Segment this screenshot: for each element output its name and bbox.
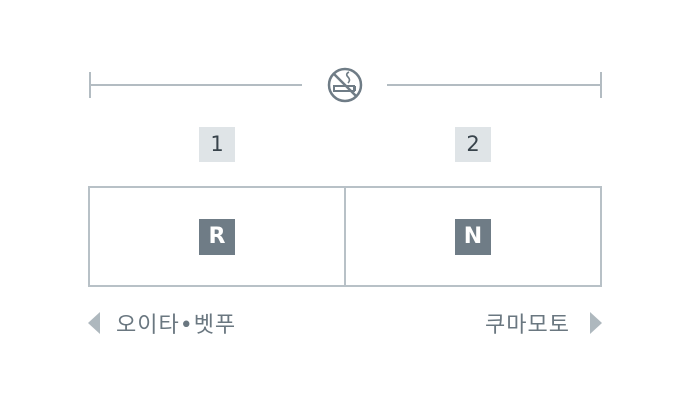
direction-right: 쿠마모토 xyxy=(485,308,602,338)
seat-row-box: R N xyxy=(88,186,602,287)
car-number-2: 2 xyxy=(455,127,491,162)
seat-badge-reserved: R xyxy=(199,219,235,255)
span-segment-right xyxy=(387,84,600,86)
car-number-1: 1 xyxy=(199,127,235,162)
direction-right-label: 쿠마모토 xyxy=(485,313,570,338)
direction-left-label: 오이타•벳푸 xyxy=(116,313,237,338)
car-span-line xyxy=(89,67,602,103)
span-tick-left xyxy=(89,72,91,98)
span-segment-left xyxy=(91,84,302,86)
car-cell-1[interactable]: R xyxy=(90,188,344,285)
direction-left: 오이타•벳푸 xyxy=(88,308,236,338)
car-cell-2[interactable]: N xyxy=(344,188,600,285)
seat-badge-non-reserved: N xyxy=(455,219,491,255)
triangle-right-icon xyxy=(590,312,602,334)
span-tick-right xyxy=(600,72,602,98)
triangle-left-icon xyxy=(88,312,100,334)
no-smoking-icon xyxy=(326,66,364,104)
